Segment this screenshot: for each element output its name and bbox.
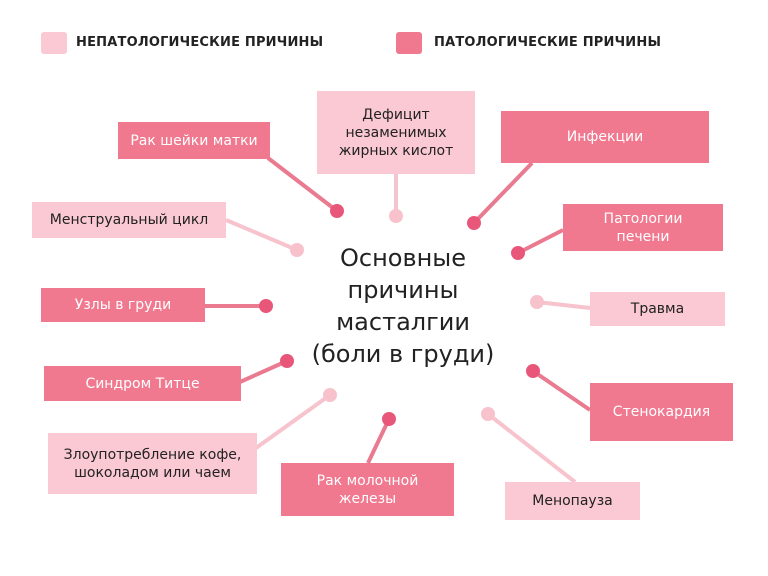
cause-label: Синдром Титце <box>85 375 200 392</box>
connector-coffee <box>254 393 332 450</box>
legend-label-pathological: ПАТОЛОГИЧЕСКИЕ ПРИЧИНЫ <box>434 35 662 50</box>
cause-label: Рак молочной <box>316 472 419 489</box>
dot-menstrual-cycle <box>290 243 304 257</box>
dot-liver <box>511 246 525 260</box>
cause-label: Патологии <box>603 210 683 227</box>
cause-tietze: Синдром Титце <box>44 366 241 401</box>
center-title-line: причины <box>347 276 459 304</box>
dot-menopause <box>481 407 495 421</box>
cause-menstrual-cycle: Менструальный цикл <box>32 202 226 238</box>
connector-infections <box>472 161 534 225</box>
connector-angina <box>531 369 592 412</box>
cause-label: железы <box>338 490 397 507</box>
cause-trauma: Травма <box>590 292 725 326</box>
cause-label: Менопауза <box>532 493 613 509</box>
legend-label-non-pathological: НЕПАТОЛОГИЧЕСКИЕ ПРИЧИНЫ <box>76 35 324 50</box>
connector-tietze <box>239 359 288 384</box>
cause-label: Злоупотребление кофе, <box>63 446 242 463</box>
cause-cervical-cancer: Рак шейки матки <box>118 122 270 159</box>
cause-angina: Стенокардия <box>590 383 733 441</box>
connector-liver <box>517 228 564 255</box>
cause-label: шоколадом или чаем <box>74 464 231 481</box>
dot-breast-cancer <box>382 412 396 426</box>
center-title-line: масталгии <box>336 308 470 336</box>
cause-menopause: Менопауза <box>505 482 640 520</box>
cause-label: Рак шейки матки <box>130 132 258 149</box>
dot-trauma <box>530 295 544 309</box>
dot-coffee <box>323 388 337 402</box>
dot-infections <box>467 216 481 230</box>
cause-liver: Патологии печени <box>563 204 723 251</box>
cause-fatty-acids: Дефицит незаменимых жирных кислот <box>317 91 475 174</box>
cause-label: незаменимых <box>345 124 447 141</box>
cause-label: Узлы в груди <box>74 297 172 313</box>
dot-angina <box>526 364 540 378</box>
dot-tietze <box>280 354 294 368</box>
cause-infections: Инфекции <box>501 111 709 163</box>
cause-coffee: Злоупотребление кофе, шоколадом или чаем <box>48 433 257 494</box>
cause-label: Менструальный цикл <box>49 212 209 228</box>
center-title: Основные причины масталгии (боли в груди… <box>288 242 518 370</box>
cause-label: Стенокардия <box>612 404 711 420</box>
cause-label: Дефицит <box>362 106 430 123</box>
center-title-line: Основные <box>339 244 466 272</box>
connector-menopause <box>486 412 577 484</box>
dot-fatty-acids <box>389 209 403 223</box>
dot-nodes <box>259 299 273 313</box>
connector-breast-cancer <box>366 418 391 464</box>
cause-label: Инфекции <box>566 129 644 145</box>
center-title-line: (боли в груди) <box>311 340 495 368</box>
cause-label: жирных кислот <box>338 142 454 159</box>
legend-swatch-non-pathological <box>41 32 67 54</box>
cause-nodes: Узлы в груди <box>41 288 205 322</box>
legend-swatch-pathological <box>396 32 422 54</box>
dot-cervical-cancer <box>330 204 344 218</box>
cause-label: Травма <box>630 301 685 317</box>
connector-cervical-cancer <box>266 156 339 213</box>
cause-breast-cancer: Рак молочной железы <box>281 463 454 516</box>
connector-menstrual-cycle <box>225 218 298 252</box>
cause-label: печени <box>616 228 670 245</box>
connector-trauma <box>536 300 591 310</box>
